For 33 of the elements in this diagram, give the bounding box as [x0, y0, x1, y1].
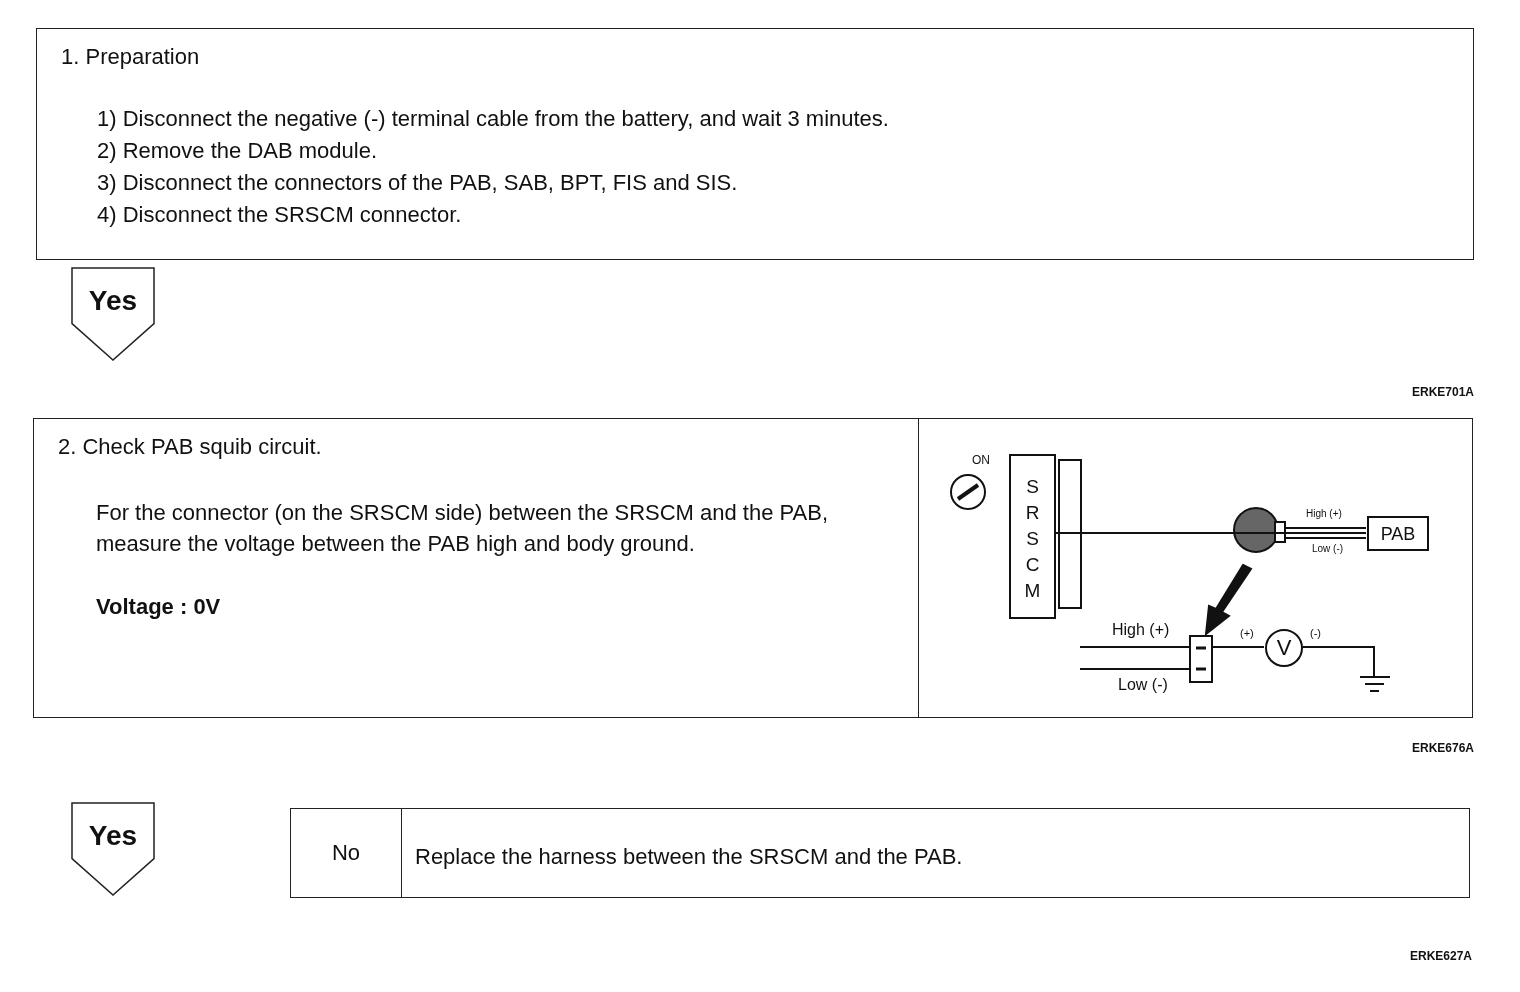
component-label: PAB [1379, 523, 1417, 546]
step-instruction: 1) Disconnect the negative (-) terminal cable from the battery, and wait 3 minutes. [97, 105, 889, 133]
yes-label: Yes [87, 819, 139, 853]
module-label: SRSCM [1023, 475, 1042, 603]
check-box [33, 418, 1473, 718]
meter-label: V [1275, 634, 1293, 662]
figure-code: ERKE701A [1411, 384, 1474, 400]
wire-label: Low (-) [1118, 675, 1168, 695]
step-instruction: 4) Disconnect the SRSCM connector. [97, 201, 462, 229]
module-box [1009, 454, 1056, 619]
wire-label: Low (-) [1312, 542, 1344, 556]
yes-arrow [70, 266, 156, 362]
action-text: Replace the harness between the SRSCM and the PAB. [415, 843, 963, 871]
switch-label: ON [972, 452, 990, 468]
polarity-label: (-) [1310, 626, 1321, 641]
wire-label: High (+) [1112, 620, 1170, 640]
check-heading: 2. Check PAB squib circuit. [58, 433, 322, 461]
figure-code: ERKE676A [1411, 740, 1474, 756]
polarity-label: (+) [1240, 626, 1254, 641]
no-label: No [330, 839, 362, 867]
wire-label: High (+) [1306, 507, 1342, 521]
yes-label: Yes [87, 284, 139, 318]
component-box [1367, 516, 1429, 551]
voltmeter-symbol [1265, 629, 1303, 667]
step-heading: 1. Preparation [61, 43, 200, 71]
yes-arrow [70, 801, 156, 897]
figure-code: ERKE627A [1409, 948, 1472, 964]
spec-value: Voltage : 0V [96, 593, 221, 621]
step-instruction: 3) Disconnect the connectors of the PAB, SAB, BPT, FIS and SIS. [97, 169, 738, 197]
check-instruction: For the connector (on the SRSCM side) between the SRSCM and the PAB, measure the voltage between the PAB high and body ground. [96, 499, 830, 558]
result-box [290, 808, 1470, 898]
step-instruction: 2) Remove the DAB module. [97, 137, 378, 165]
step-box [36, 28, 1474, 260]
